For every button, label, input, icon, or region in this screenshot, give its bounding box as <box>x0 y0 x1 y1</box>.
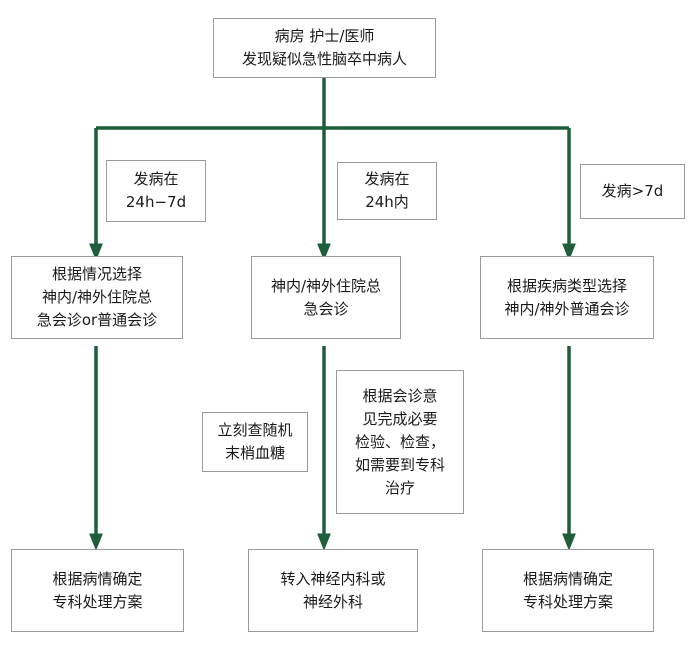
center-urgent-consult-node: 神内/神外住院总 急会诊 <box>251 256 401 339</box>
right-mid-line-2: 神内/神外普通会诊 <box>504 299 630 318</box>
left-bottom-line-1: 根据病情确定 <box>52 569 143 588</box>
center-bottom-line-2: 神经外科 <box>302 592 363 611</box>
left-mid-line-2: 神内/神外住院总 <box>41 288 153 306</box>
glucose-line-2: 末梢血糖 <box>224 444 285 462</box>
left-mid-line-3: 急会诊or普通会诊 <box>36 311 158 329</box>
consult-line-2: 见完成必要 <box>362 409 438 428</box>
consult-followup-note: 根据会诊意 见完成必要 检验、检查， 如需要到专科 治疗 <box>336 370 464 514</box>
start-line-2: 发现疑似急性脑卒中病人 <box>241 50 407 68</box>
label-onset-over-7d: 发病>7d <box>580 164 685 219</box>
consult-line-1: 根据会诊意 <box>362 386 438 405</box>
center-bottom-line-1: 转入神经内科或 <box>280 569 386 588</box>
start-node: 病房 护士/医师 发现疑似急性脑卒中病人 <box>213 18 436 78</box>
label-left-line-2: 24h−7d <box>125 193 187 211</box>
glucose-line-1: 立刻查随机 <box>217 421 293 439</box>
right-mid-line-1: 根据疾病类型选择 <box>506 276 627 295</box>
start-line-1: 病房 护士/医师 <box>274 27 375 45</box>
label-mid-line-1: 发病在 <box>364 170 410 188</box>
label-right-line-1: 发病>7d <box>601 182 664 200</box>
consult-line-3: 检验、检查， <box>354 432 445 451</box>
glucose-check-note: 立刻查随机 末梢血糖 <box>202 412 308 472</box>
right-bottom-line-1: 根据病情确定 <box>522 569 613 588</box>
right-consult-choice-node: 根据疾病类型选择 神内/神外普通会诊 <box>480 256 654 339</box>
center-mid-line-1: 神内/神外住院总 <box>270 276 382 295</box>
right-bottom-line-2: 专科处理方案 <box>522 592 613 611</box>
left-mid-line-1: 根据情况选择 <box>51 265 142 283</box>
label-onset-within-24h: 发病在 24h内 <box>337 162 437 220</box>
label-onset-24h-7d: 发病在 24h−7d <box>106 160 206 222</box>
consult-line-4: 如需要到专科 <box>354 455 445 474</box>
right-outcome-node: 根据病情确定 专科处理方案 <box>482 549 654 632</box>
left-bottom-line-2: 专科处理方案 <box>52 592 143 611</box>
center-outcome-node: 转入神经内科或 神经外科 <box>248 549 418 632</box>
consult-line-5: 治疗 <box>384 478 415 497</box>
center-mid-line-2: 急会诊 <box>303 299 349 318</box>
left-consult-choice-node: 根据情况选择 神内/神外住院总 急会诊or普通会诊 <box>11 256 183 339</box>
left-outcome-node: 根据病情确定 专科处理方案 <box>11 549 184 632</box>
label-left-line-1: 发病在 <box>133 170 179 188</box>
label-mid-line-2: 24h内 <box>365 193 409 211</box>
